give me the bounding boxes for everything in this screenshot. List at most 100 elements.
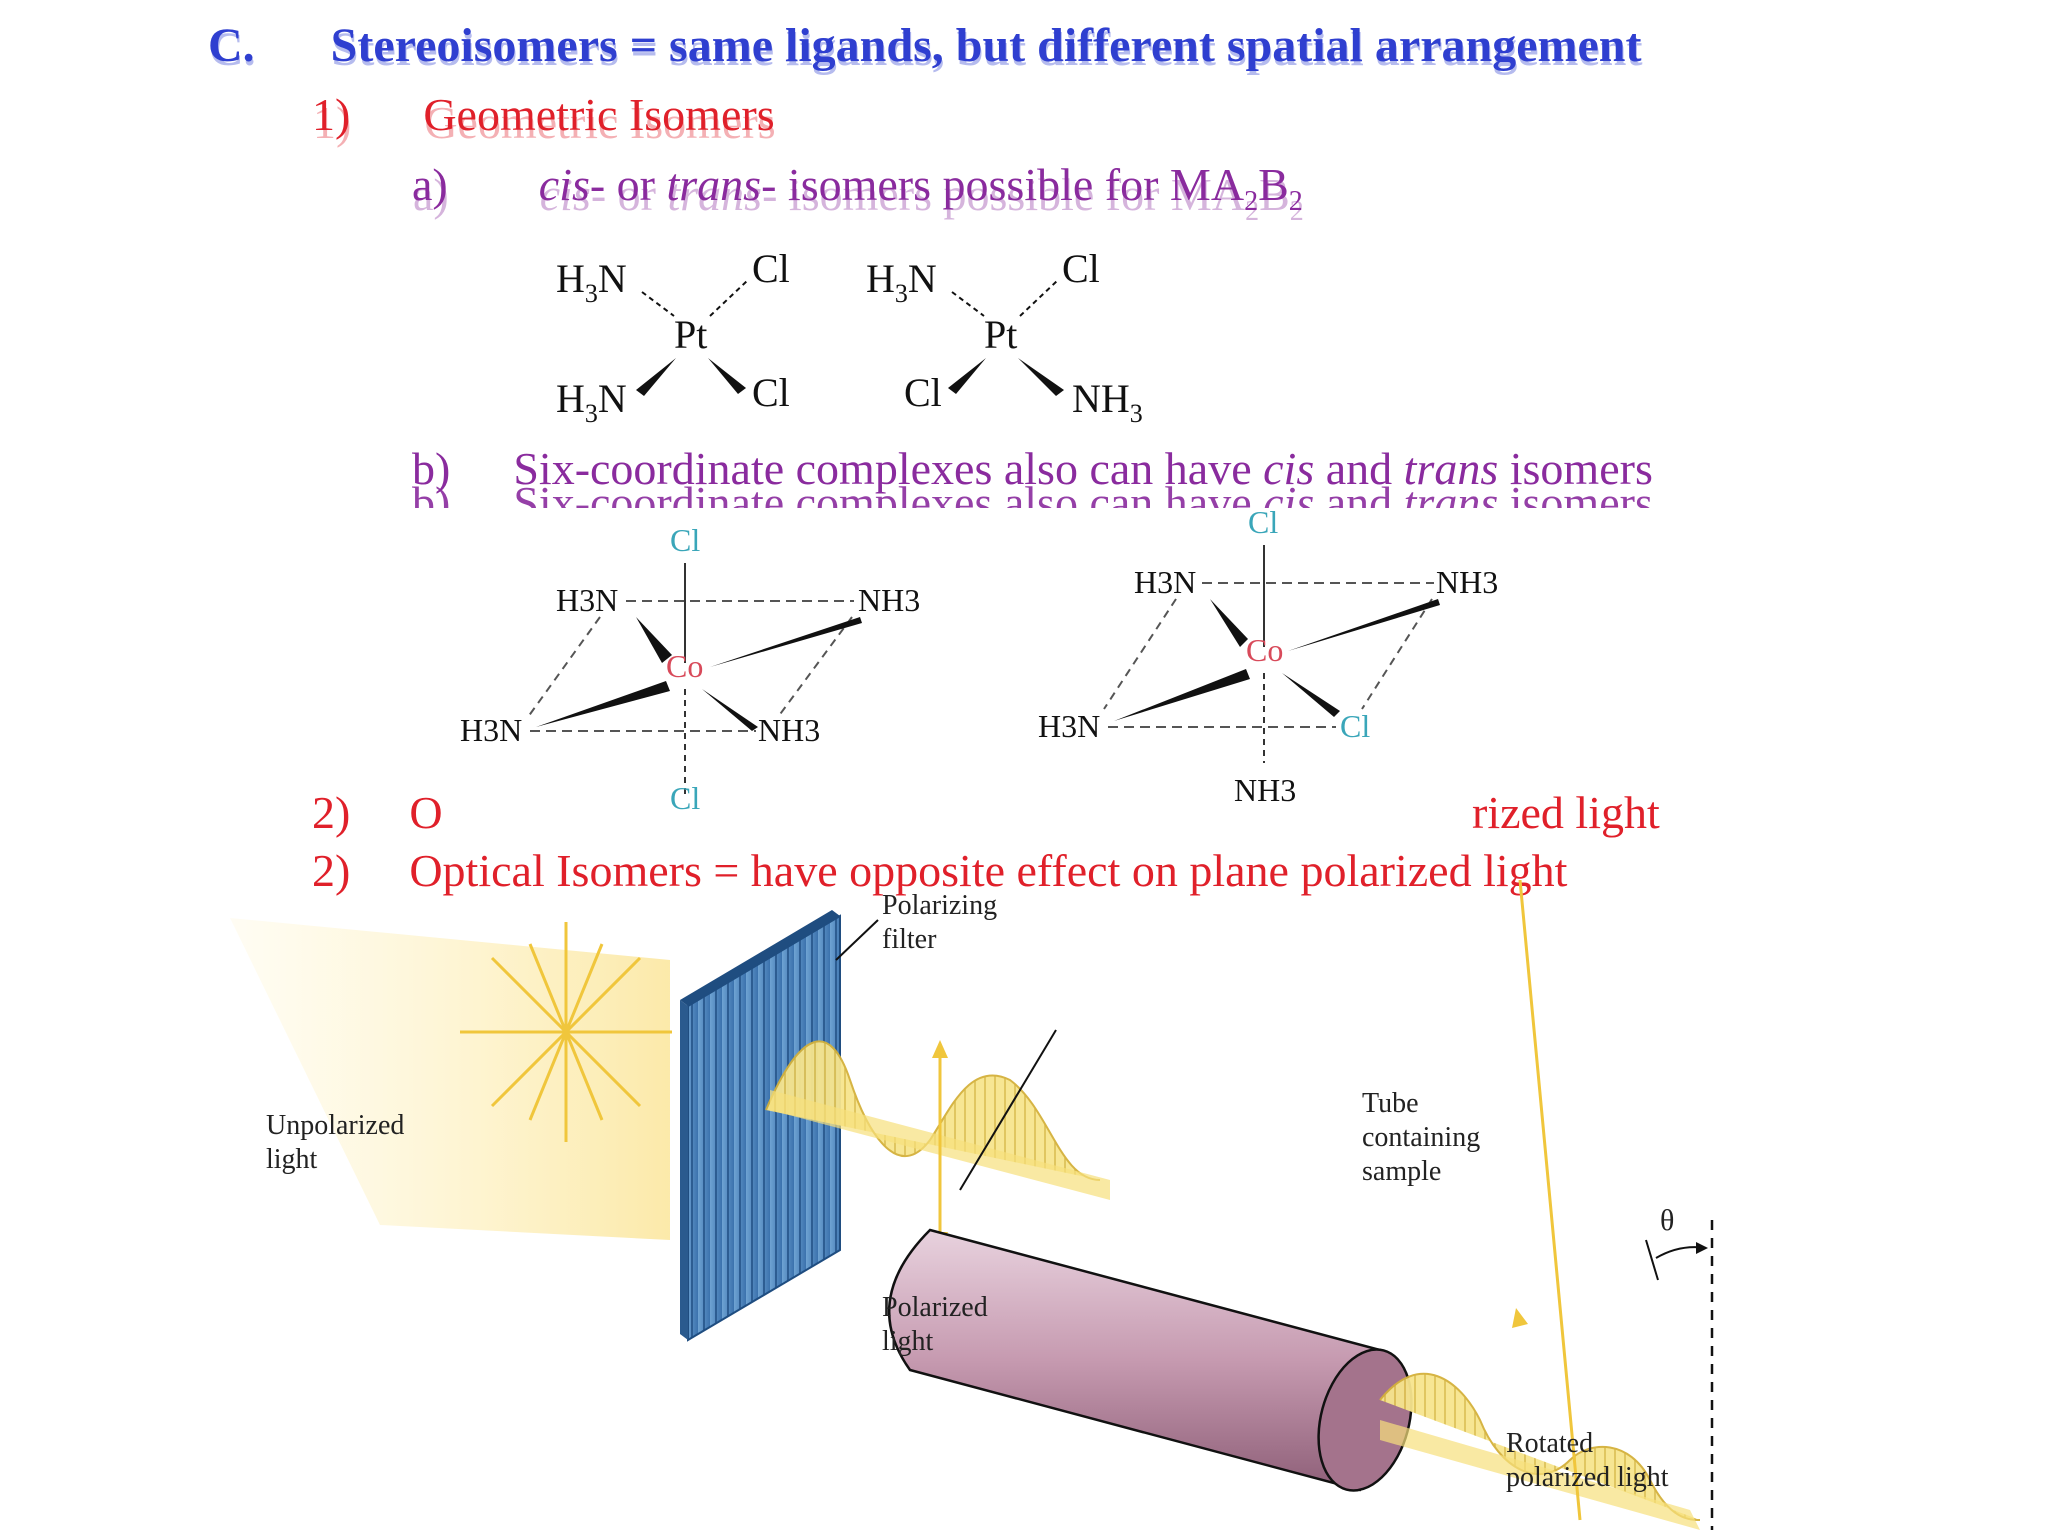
item-1a-sep2: - isomers possible for MA [761,159,1245,210]
pt-trans-bl: Cl [904,370,942,415]
label-rotated-2: polarized light [1506,1462,1669,1493]
pt-cis-complex: H3N Cl Pt H3N Cl [556,250,790,428]
item-1a-sep1-ghost: - or [590,169,668,220]
co-right-ur: NH3 [1436,564,1498,600]
item-1b-post: isomers [1498,443,1653,494]
diagram-labels: Polarizing filter Unpolarized light Pola… [266,890,1674,1493]
co-right-ll: H3N [1038,708,1100,744]
pt-cis-bl: H3N [556,376,627,428]
co-left-lr: NH3 [758,712,820,748]
item-1b-line: b) Six-coordinate complexes also can hav… [412,442,1653,495]
co-left-wedge-lr [702,689,758,731]
pt-trans-bond-tr [1019,279,1059,317]
tube-leader [959,1029,1057,1191]
item-1a-sub2-ghost: 2 [1289,196,1304,228]
pt-trans-complex: H3N Cl Pt Cl NH3 [866,250,1143,428]
pt-cis-tl: H3N [556,256,627,308]
co-right-lr: Cl [1340,708,1370,744]
item-1-line-ghost: 1) Geometric Isomers [313,96,776,149]
item-2-partial-o: O [409,787,443,838]
polarizing-filter-top [680,910,840,1006]
unpolarized-light-beam [230,918,670,1240]
co-left-wedge-ur [710,617,862,667]
item-1a-sub1-ghost: 2 [1245,196,1260,228]
item-2-line: 2) Optical Isomers = have opposite effec… [312,844,1567,897]
co-complexes-svg: Cl Co Cl H3N NH3 H3N NH3 Cl Co NH3 H3N N… [460,505,1498,816]
co-left-center: Co [666,648,703,684]
co-left-wedge-ul [636,617,672,663]
item-1a-cis: cis [538,159,590,210]
section-c-marker-ghost: C. [209,23,256,76]
label-theta: θ [1660,1204,1674,1237]
item-1b-pre: Six-coordinate complexes also can have [513,443,1264,494]
label-polarizing-filter-2: filter [882,924,937,955]
label-unpolarized-2: light [266,1144,318,1175]
co-right-center: Co [1246,632,1283,668]
pt-trans-bond-br [1018,358,1064,396]
label-polarizing-filter-1: Polarizing [882,890,997,921]
co-right-top: Cl [1248,505,1278,540]
item-1-title-ghost: Geometric Isomers [424,97,776,148]
label-tube-3: sample [1362,1156,1441,1187]
item-1a-b: B [1258,159,1289,210]
rotated-arrow-head [1512,1308,1528,1328]
item-1a-cis-ghost: cis [539,169,591,220]
item-1-title: Geometric Isomers [423,89,775,140]
item-2-partial-marker: 2) [312,787,351,838]
item-1-marker: 1) [312,89,351,140]
item-1b-marker: b) [412,443,451,494]
co-right-edge-right [1361,598,1433,710]
pt-cis-bond-bl [636,358,676,396]
co-right-wedge-ll [1114,669,1250,721]
section-c-line: C. Stereoisomers = same ligands, but dif… [208,18,1641,73]
pt-trans-center: Pt [984,312,1017,357]
item-1b-cis-ghost: cis [1263,477,1315,508]
pt-trans-bond-tl [951,291,985,317]
item-1a-trans-ghost: trans [667,169,763,220]
pt-cis-br: Cl [752,370,790,415]
co-right-edge-left [1103,598,1177,710]
pt-trans-bond-bl [948,358,986,394]
co-right-ul: H3N [1134,564,1196,600]
polarimeter-diagram: Polarizing filter Unpolarized light Pola… [230,880,1714,1530]
item-2-partial-end: rized light [1472,787,1660,838]
co-left-edge-left [527,616,601,718]
co-left-ul: H3N [556,582,618,618]
co-right-wedge-ul [1210,599,1248,647]
item-1b-mid: and [1314,443,1404,494]
item-1b-cis: cis [1263,443,1315,494]
theta-arc-head [1696,1242,1708,1254]
polarizing-filter-edge [680,1000,688,1340]
item-1b-trans-ghost: trans [1403,477,1499,508]
item-1a-trans: trans [666,159,762,210]
item-1a-line: a) cis- or trans- isomers possible for M… [412,158,1303,218]
label-rotated-1: Rotated [1506,1428,1593,1459]
co-left-ll: H3N [460,712,522,748]
item-1b-pre-ghost: Six-coordinate complexes also can have [513,477,1264,508]
item-1a-marker-ghost: a) [413,169,449,220]
item-1a-sep1: - or [589,159,667,210]
co-left-top: Cl [670,522,700,558]
item-1b-marker-ghost: b) [412,477,451,508]
pt-cis-bond-tl [641,291,675,317]
theta-tick [1645,1239,1659,1281]
pt-trans-br: NH3 [1072,376,1143,428]
co-left-ur: NH3 [858,582,920,618]
section-c-title-ghost: Stereoisomers = same ligands, but differ… [331,23,1643,76]
unpolarized-arrows [460,922,672,1142]
pt-trans-tl: H3N [866,256,937,308]
label-tube-1: Tube [1362,1088,1419,1119]
rotated-arrow [1518,880,1582,1521]
co-left-wedge-ll [536,681,670,727]
rotated-wave [1379,1372,1701,1521]
pt-cis-tr: Cl [752,250,790,291]
section-c-line-ghost: C. Stereoisomers = same ligands, but dif… [209,22,1642,77]
item-1b-trans: trans [1403,443,1499,494]
co-right-complex: Cl Co NH3 H3N NH3 H3N Cl [1038,505,1498,808]
pt-cis-center: Pt [674,312,707,357]
item-1a-b-ghost: B [1259,169,1290,220]
item-1a-sub1: 2 [1244,186,1259,218]
item-2-marker: 2) [312,845,351,896]
rotated-beam-axis [1380,1420,1700,1530]
item-1b-line-ghost: b) Six-coordinate complexes also can hav… [412,476,1653,508]
